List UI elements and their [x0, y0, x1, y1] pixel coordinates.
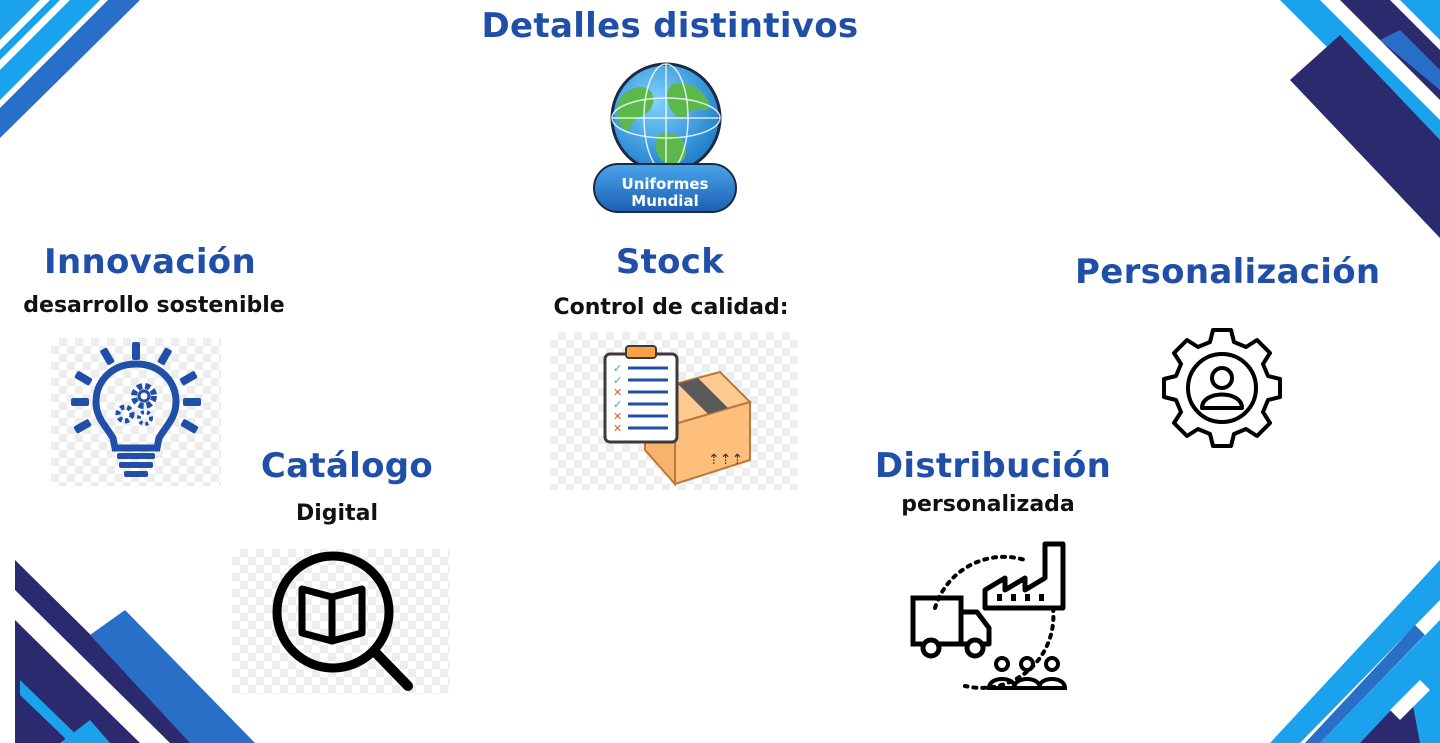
brand-logo: Uniformes Mundial — [590, 62, 750, 217]
logo-text-line1: Uniformes — [621, 175, 709, 193]
catalogo-heading: Catálogo — [260, 446, 434, 486]
svg-text:✓: ✓ — [613, 398, 622, 411]
gear-user-icon — [1162, 328, 1282, 448]
truck-factory-people-icon — [910, 541, 1068, 690]
svg-text:✓: ✓ — [613, 374, 622, 387]
stock-subtitle: Control de calidad: — [553, 295, 789, 320]
clipboard-box-icon: ⇡⇡⇡ ✓ ✓ ✕ ✓ ✕ ✕ — [603, 345, 752, 487]
innovacion-heading: Innovación — [44, 242, 256, 282]
logo-text-line2: Mundial — [631, 192, 699, 210]
page-title: Detalles distintivos — [481, 6, 859, 46]
innovacion-icon-frame — [51, 338, 221, 486]
catalogo-icon-frame — [232, 549, 450, 694]
stock-icon-frame: ⇡⇡⇡ ✓ ✓ ✕ ✓ ✕ ✕ — [550, 332, 798, 490]
catalogo-subtitle: Digital — [296, 501, 378, 526]
innovacion-subtitle: desarrollo sostenible — [23, 293, 285, 318]
svg-text:✕: ✕ — [613, 410, 622, 423]
corner-decoration-bottom-right — [1270, 560, 1440, 743]
svg-text:⇡⇡⇡: ⇡⇡⇡ — [708, 452, 743, 468]
stock-heading: Stock — [615, 242, 725, 282]
corner-decoration-top-right — [1280, 0, 1440, 238]
globe-icon — [593, 62, 737, 213]
svg-text:✓: ✓ — [613, 362, 622, 375]
personalizacion-icon-frame — [1150, 326, 1295, 466]
distribucion-heading: Distribución — [874, 446, 1112, 486]
magnifier-book-icon — [272, 551, 413, 691]
svg-text:✕: ✕ — [613, 422, 622, 435]
personalizacion-heading: Personalización — [1075, 252, 1381, 292]
distribucion-icon-frame — [905, 538, 1075, 698]
svg-text:✕: ✕ — [613, 386, 622, 399]
distribucion-subtitle: personalizada — [901, 492, 1075, 517]
lightbulb-gears-icon — [71, 342, 201, 477]
corner-decoration-top-left — [0, 0, 140, 138]
corner-decoration-bottom-left — [15, 560, 255, 743]
